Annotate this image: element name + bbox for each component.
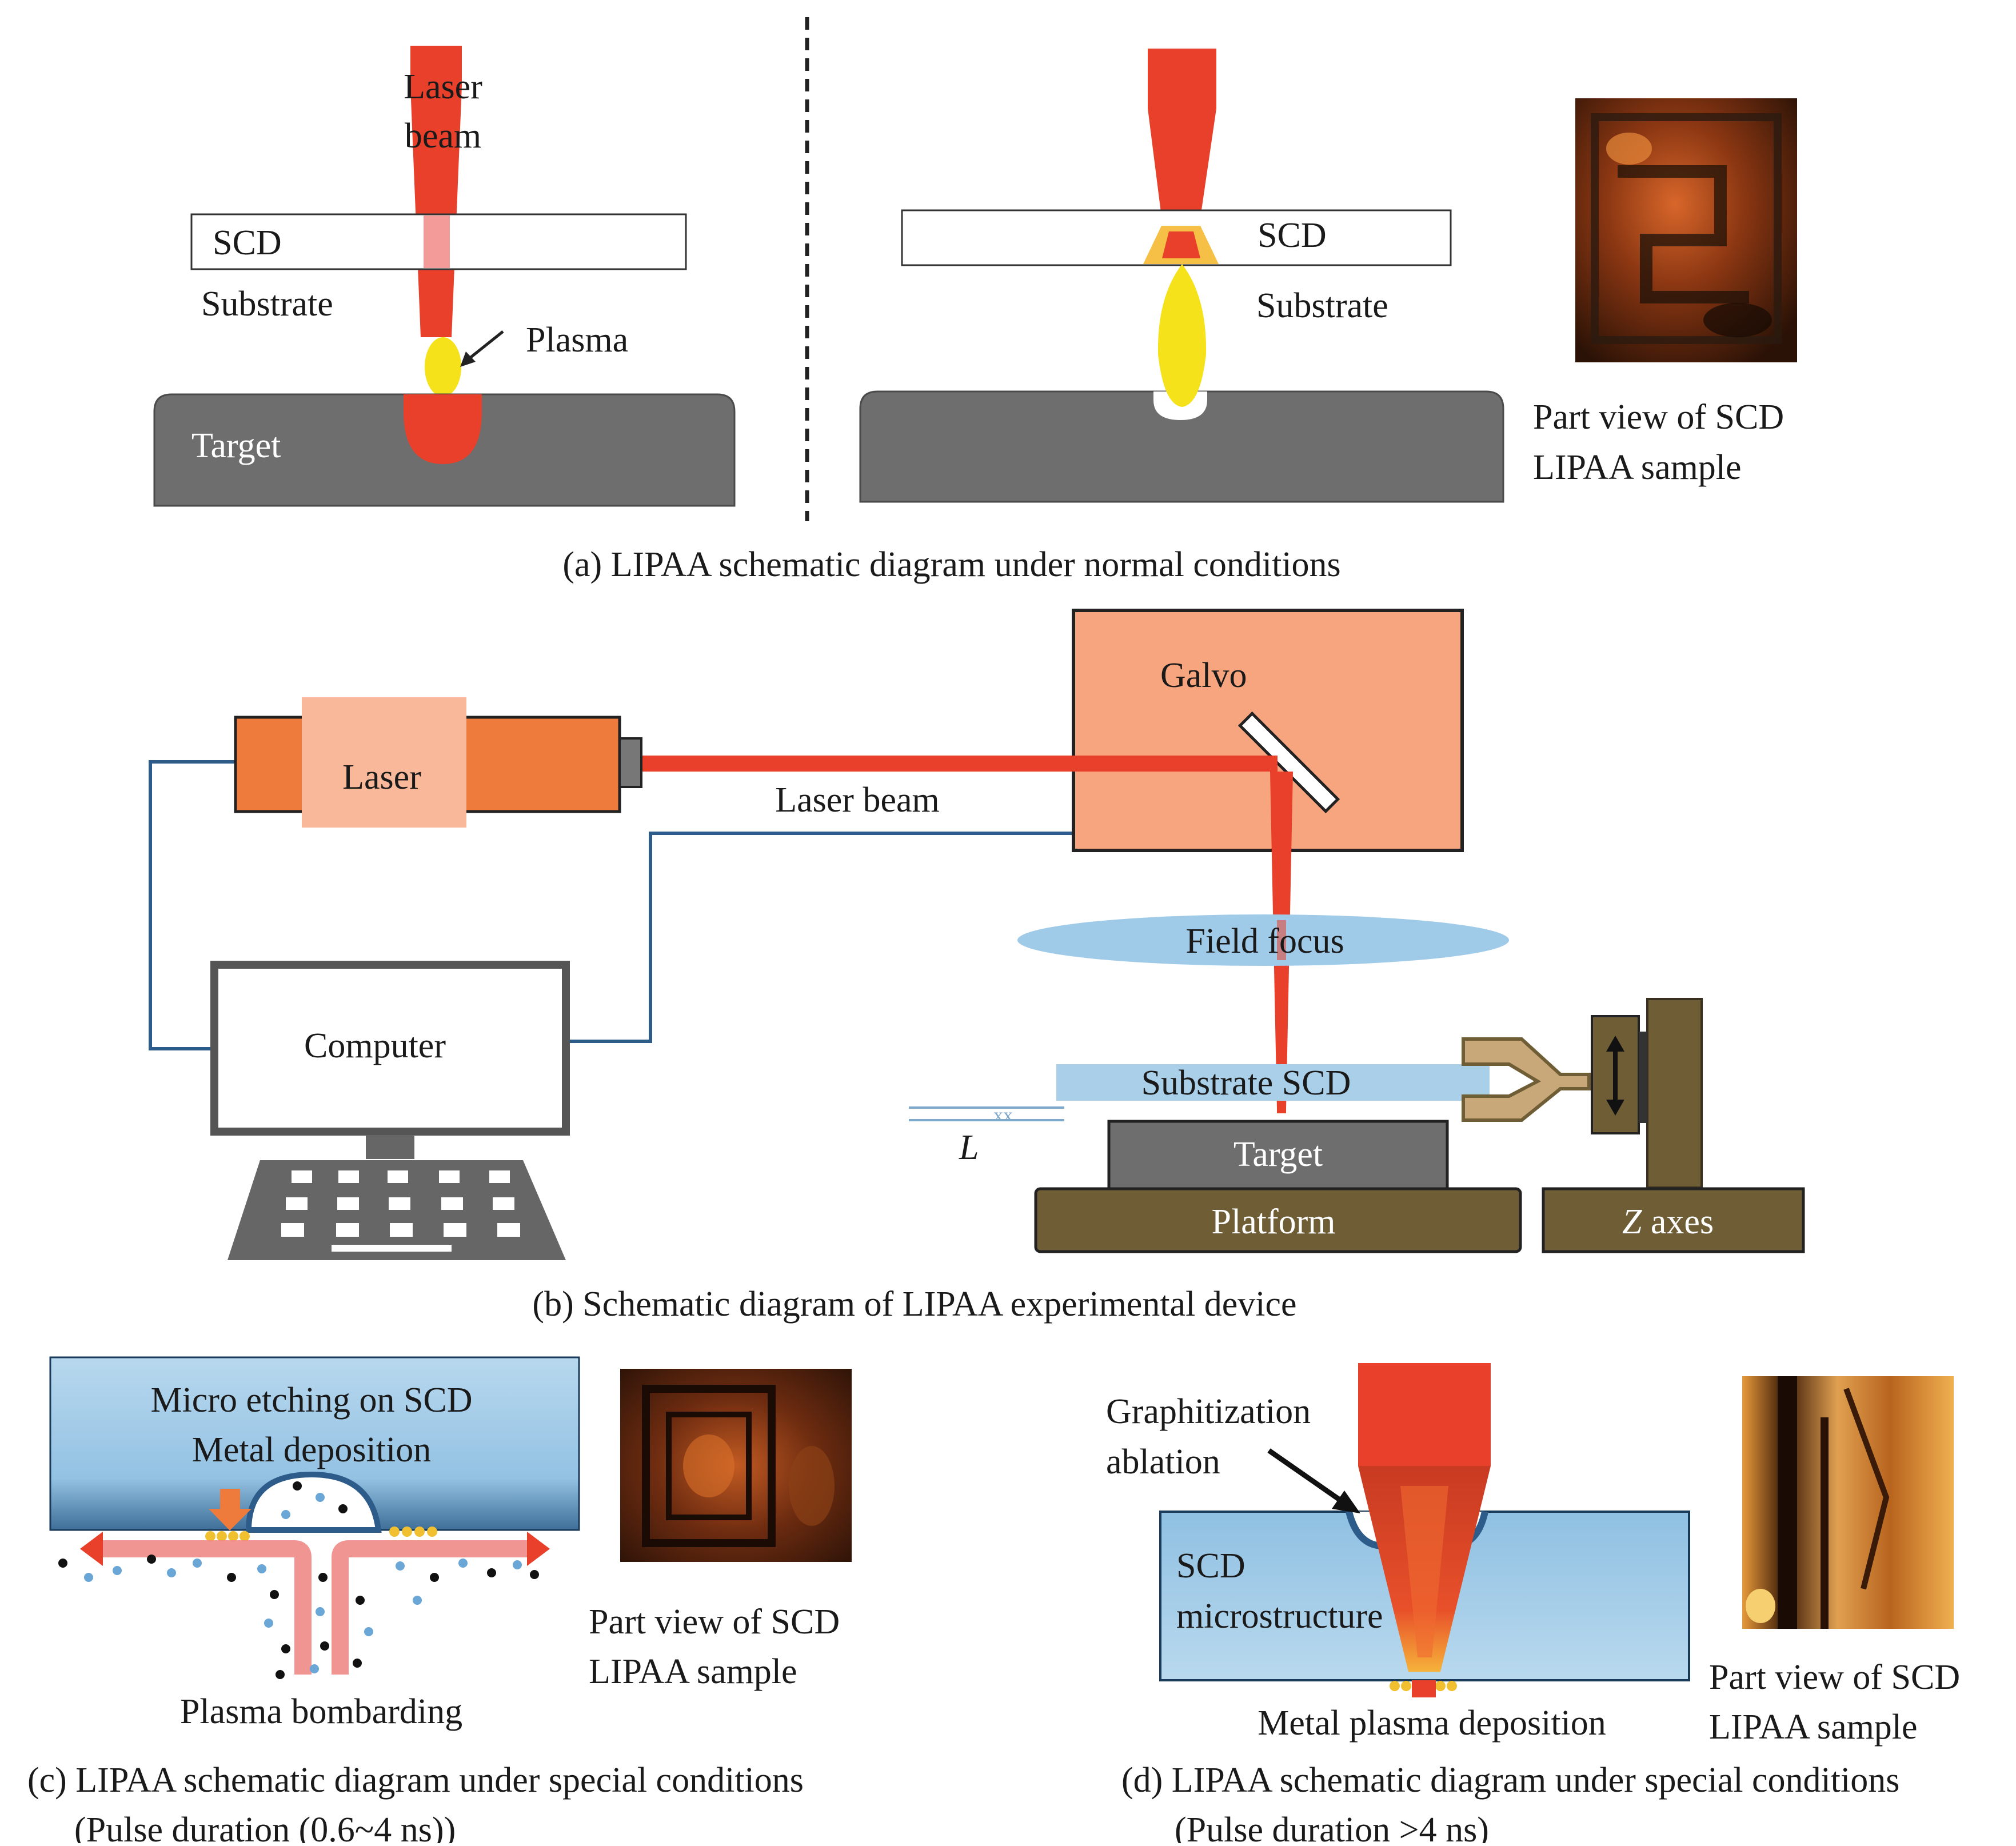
- wire-computer-galvo: [566, 832, 1073, 1043]
- platform: [1034, 1187, 1522, 1253]
- scd-label: SCD: [213, 223, 282, 262]
- panel-c-caption-line2: (Pulse duration (0.6~4 ns)): [74, 1811, 456, 1843]
- laser-beam-label: Laser beam: [775, 781, 939, 820]
- plasma-arrowhead: [460, 351, 476, 367]
- plasma-arrow: [465, 330, 504, 362]
- plasma-label: Plasma: [526, 321, 628, 359]
- target-block: [1107, 1120, 1449, 1190]
- sample-photo-c: [620, 1369, 852, 1562]
- computer-monitor: [210, 961, 570, 1136]
- panel-d-caption-line1: (d) LIPAA schematic diagram under specia…: [1121, 1761, 1899, 1800]
- plasma-flow-right: [332, 1540, 534, 1675]
- laser-beam: [1148, 49, 1216, 226]
- photo-caption-line1: Part view of SCD: [1533, 398, 1784, 437]
- substrate-scd-plate: [1056, 1064, 1490, 1101]
- ablation-zone: [404, 394, 482, 464]
- galvo-label: Galvo: [1160, 656, 1247, 695]
- metal-deposition-label: Metal deposition: [192, 1431, 431, 1469]
- plasma-plume: [1157, 264, 1207, 407]
- micro-etching-label: Micro etching on SCD: [150, 1381, 472, 1420]
- scd-label: SCD: [1257, 216, 1327, 255]
- photo-caption-line2: LIPAA sample: [1709, 1708, 1918, 1747]
- panel-b-caption: (b) Schematic diagram of LIPAA experimen…: [532, 1285, 1296, 1324]
- laser-nozzle: [618, 737, 642, 788]
- sample-photo-d: [1742, 1376, 1954, 1629]
- photo-caption-line2: LIPAA sample: [1533, 448, 1742, 487]
- plasma-particles: [58, 1481, 539, 1679]
- target-label: Target: [191, 426, 281, 465]
- substrate-scd-label: Substrate SCD: [1141, 1064, 1351, 1102]
- plasma-flow-left: [94, 1540, 312, 1675]
- graphitization-arrow: [1267, 1448, 1342, 1503]
- photo-caption-line2: LIPAA sample: [589, 1652, 797, 1691]
- laser-head: [1358, 1363, 1491, 1466]
- computer-stand: [366, 1135, 414, 1159]
- z-axes-label: Z axes: [1622, 1202, 1714, 1241]
- ablation-core: [1162, 231, 1200, 258]
- scd-label-line2: microstructure: [1176, 1597, 1383, 1636]
- beam-through-scd: [424, 215, 450, 268]
- photo-caption-line1: Part view of SCD: [1709, 1658, 1960, 1697]
- laser-beam-label-line2: beam: [405, 117, 481, 155]
- graphitization-label-line2: ablation: [1106, 1443, 1220, 1481]
- target-label: Target: [1233, 1135, 1323, 1174]
- z-axes-label-rest: axes: [1642, 1202, 1714, 1241]
- z-column: [1646, 998, 1703, 1189]
- laser-beam-label-line1: Laser: [404, 67, 482, 106]
- keyboard-keys: [281, 1170, 520, 1252]
- galvo-mirror: [1237, 711, 1340, 814]
- l-label: L: [959, 1128, 979, 1167]
- etch-cavity: [245, 1471, 382, 1533]
- plasma-bombarding-label: Plasma bombarding: [180, 1692, 462, 1731]
- computer-label: Computer: [304, 1026, 446, 1065]
- photo-caption-line1: Part view of SCD: [589, 1603, 840, 1641]
- deposition-dots: [205, 1527, 437, 1541]
- l-marker: xx: [993, 1105, 1013, 1126]
- wire-laser-computer: [149, 760, 235, 1050]
- substrate-label: Substrate: [201, 285, 333, 323]
- laser-label: Laser: [342, 758, 421, 797]
- down-arrow: [209, 1489, 251, 1531]
- target-block: [859, 390, 1504, 503]
- panel-a-right: SCD Substrate Part view of SCD LIPAA sam…: [859, 49, 1797, 503]
- z-axes-base: [1542, 1187, 1805, 1253]
- z-axes-label-italic: Z: [1622, 1202, 1642, 1241]
- plasma-plume: [425, 337, 461, 397]
- field-focus-lens: [1017, 914, 1509, 966]
- panel-c: Micro etching on SCD Metal deposition Pl…: [49, 1356, 852, 1731]
- platform-label: Platform: [1212, 1202, 1336, 1241]
- panel-a-left: Laser beam SCD Substrate Plasma Target: [153, 46, 736, 507]
- panel-d: Graphitization ablation SCD microstructu…: [1106, 1363, 1960, 1747]
- field-focus-label: Field focus: [1185, 922, 1344, 961]
- scd-label-line1: SCD: [1176, 1547, 1245, 1585]
- graphitization-label-line1: Graphitization: [1106, 1392, 1311, 1431]
- laser-cone-inner: [1400, 1486, 1448, 1657]
- panel-b: Galvo Laser Laser beam Field focus Compu…: [149, 609, 1805, 1260]
- panel-a-caption: (a) LIPAA schematic diagram under normal…: [562, 545, 1340, 584]
- panel-c-caption-line1: (c) LIPAA schematic diagram under specia…: [27, 1761, 804, 1800]
- laser-beam-horizontal: [640, 756, 1278, 772]
- panel-d-caption-line2: (Pulse duration >4 ns): [1175, 1811, 1489, 1843]
- sample-photo-a: [1575, 98, 1797, 362]
- metal-plasma-deposition-label: Metal plasma deposition: [1257, 1704, 1606, 1743]
- computer-keyboard: [227, 1160, 566, 1260]
- substrate-label: Substrate: [1256, 286, 1388, 325]
- laser-panel: [302, 697, 466, 828]
- clamp: [1462, 1037, 1591, 1122]
